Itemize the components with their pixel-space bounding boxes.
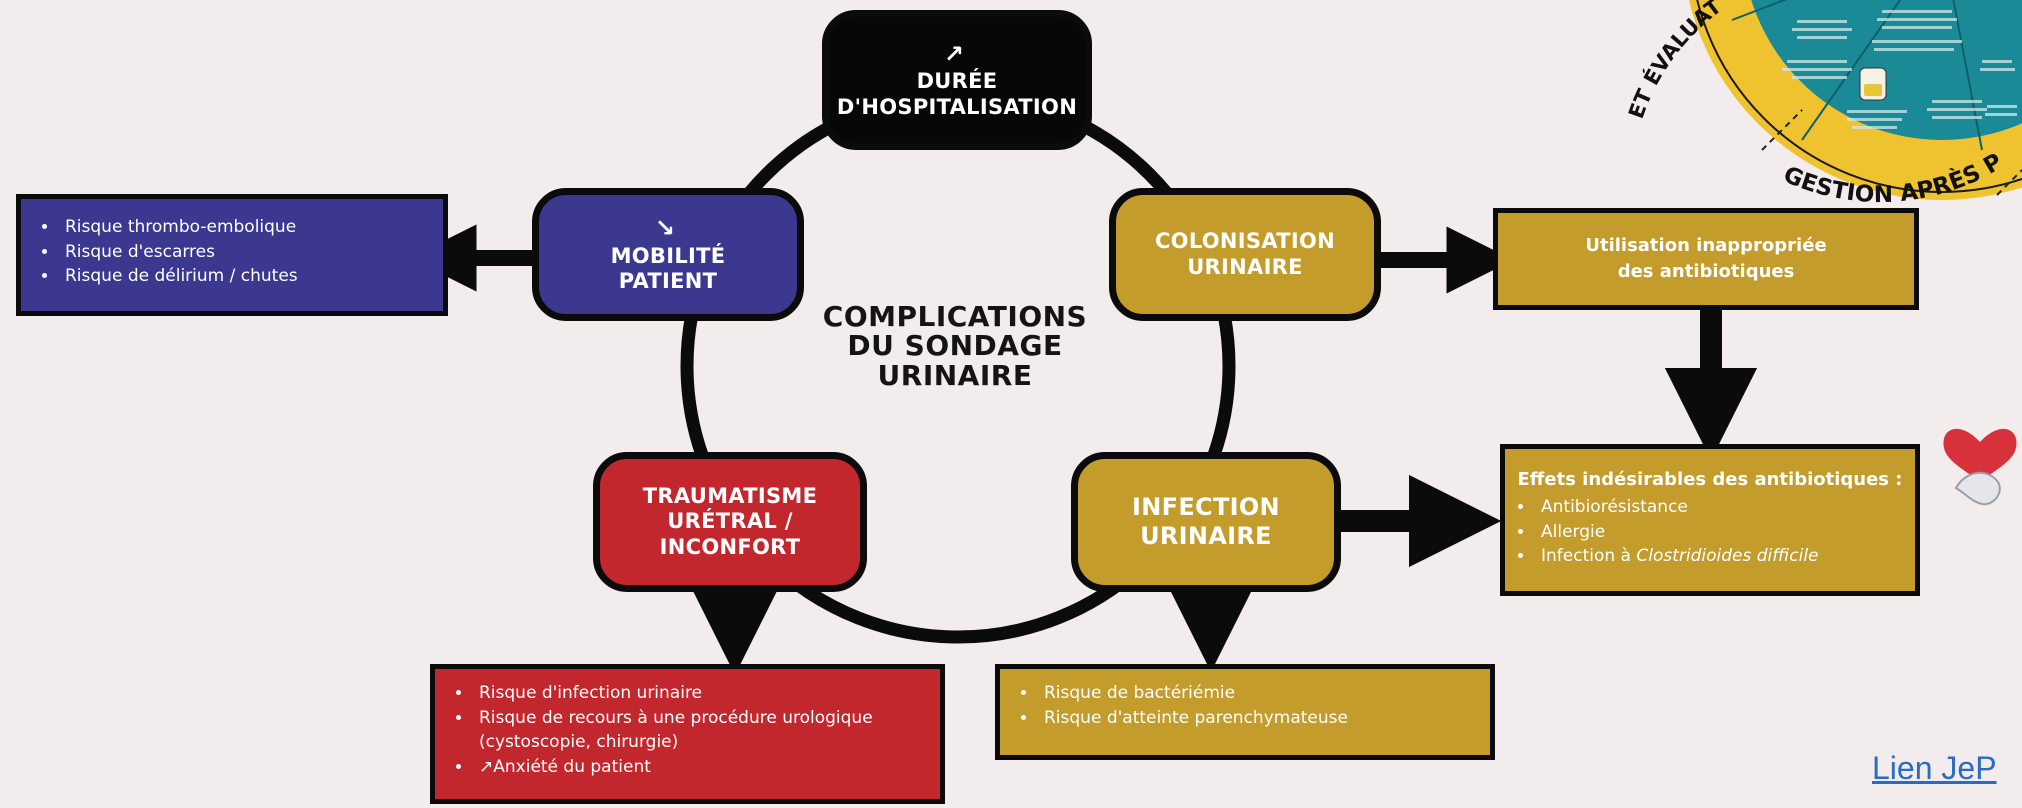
node-label: PATIENT: [618, 269, 718, 294]
wheel-fine-text-line: [1927, 108, 1987, 111]
lien-jep-link[interactable]: Lien JeP: [1872, 750, 1997, 786]
box-line: des antibiotiques: [1617, 261, 1795, 282]
heart-logo-grey-shape: [1954, 472, 2001, 506]
wheel-fine-text-line: [1932, 100, 1982, 103]
wheel-fine-text: [1782, 10, 2017, 129]
urine-bag-icon: [1859, 67, 1887, 101]
node-duree-hospitalisation: ↗DURÉE D'HOSPITALISATION: [822, 10, 1092, 150]
box-infection-risks: Risque de bactériémie Risque d'atteinte …: [995, 664, 1495, 760]
wheel-fine-text-line: [1787, 60, 1847, 63]
wheel-fine-text-line: [1932, 116, 1982, 119]
wheel-fine-text-line: [1852, 126, 1897, 129]
wheel-fine-text-line: [1980, 68, 2015, 71]
item-text: Infection à: [1541, 546, 1637, 567]
list-item: Risque thrombo-embolique: [59, 215, 433, 240]
list-item: Risque de délirium / chutes: [59, 264, 433, 289]
node-label: D'HOSPITALISATION: [836, 94, 1078, 119]
node-label: URÉTRAL /: [667, 509, 793, 534]
node-label: INCONFORT: [659, 534, 801, 559]
list-item: Infection à Clostridioides difficile: [1535, 544, 1903, 569]
list-item: Antibiorésistance: [1535, 495, 1903, 520]
center-title-line: COMPLICATIONS: [822, 300, 1088, 333]
wheel-fine-text-line: [1872, 40, 1962, 43]
wheel-fine-text-line: [1877, 18, 1957, 21]
wheel-label-left: ET ÉVALUATION: [1602, 0, 1727, 122]
box-title: Effets indésirables des antibiotiques :: [1517, 469, 1903, 490]
node-label: TRAUMATISME: [642, 483, 818, 508]
center-title-line: DU SONDAGE: [847, 329, 1063, 363]
item-italic: Clostridioides difficile: [1636, 546, 1819, 567]
wheel-fine-text-line: [1847, 110, 1907, 113]
arrow-up-right-icon: ↗: [479, 756, 494, 777]
list-item: Risque d'atteinte parenchymateuse: [1038, 706, 1480, 731]
center-title-line: URINAIRE: [877, 358, 1033, 392]
wheel-fine-text-line: [1982, 60, 2012, 63]
box-effets-indesirables: Effets indésirables des antibiotiques : …: [1500, 444, 1920, 596]
box-mobilite-risks: Risque thrombo-embolique Risque d'escarr…: [16, 194, 448, 316]
wheel-fine-text-line: [1792, 28, 1852, 31]
list-item: Risque de recours à une procédure urolog…: [473, 706, 930, 755]
wheel-fine-text-line: [1847, 118, 1902, 121]
center-title: COMPLICATIONS DU SONDAGE URINAIRE: [800, 300, 1110, 392]
wheel-fine-text-line: [1797, 36, 1847, 39]
node-label: INFECTION: [1132, 492, 1280, 521]
wheel-segment-line: [1731, 0, 1788, 21]
wheel-fine-text-line: [1987, 105, 2017, 108]
heart-logo-icon: [1943, 428, 2017, 506]
item-text: Anxiété du patient: [493, 756, 651, 777]
box-line: Utilisation inappropriée: [1585, 234, 1827, 256]
wheel-divider: [1761, 109, 1803, 151]
wheel-fine-text-line: [1874, 48, 1954, 51]
wheel-fine-text-line: [1797, 20, 1847, 23]
box-utilisation-antibiotiques: Utilisation inappropriée des antibiotiqu…: [1493, 208, 1919, 310]
list-item: Risque de bactériémie: [1038, 681, 1480, 706]
wheel-fine-text-line: [1985, 113, 2017, 116]
wheel-label-left-text: ET ÉVALUATION: [1602, 0, 1727, 122]
list-item: Allergie: [1535, 520, 1903, 545]
node-mobilite-patient: ↘MOBILITÉ PATIENT: [532, 188, 804, 321]
urine-bag-fill: [1864, 84, 1882, 96]
wheel-inner-ring: [1696, 0, 2022, 193]
node-colonisation-urinaire: COLONISATION URINAIRE: [1109, 188, 1381, 321]
wheel-disc: [1751, 0, 2022, 140]
node-traumatisme: TRAUMATISME URÉTRAL / INCONFORT: [593, 452, 867, 592]
node-label: URINAIRE: [1140, 522, 1272, 550]
wheel-graphic: ET ÉVALUATION GESTION APRÈS POSE: [1602, 0, 2022, 208]
box-trauma-risks: Risque d'infection urinaire Risque de re…: [430, 664, 945, 804]
node-label: MOBILITÉ: [610, 243, 726, 268]
arrow-up-right-icon: ↗: [943, 39, 965, 68]
node-label: DURÉE: [916, 69, 998, 94]
node-label: URINAIRE: [1187, 254, 1303, 279]
list-item: Risque d'infection urinaire: [473, 681, 930, 706]
list-item: Risque d'escarres: [59, 240, 433, 265]
wheel-fine-text-line: [1782, 68, 1852, 71]
wheel-fine-text-line: [1882, 10, 1952, 13]
wheel-segment-line: [1952, 0, 1983, 151]
heart-logo-red-shape: [1943, 428, 2017, 482]
list-item: ↗Anxiété du patient: [473, 755, 930, 780]
arrow-down-right-icon: ↘: [654, 214, 676, 243]
wheel-fine-text-line: [1882, 26, 1952, 29]
wheel-fine-text-line: [1792, 76, 1847, 79]
node-infection-urinaire: INFECTION URINAIRE: [1071, 452, 1341, 592]
wheel-divider: [1996, 169, 2022, 196]
node-label: COLONISATION: [1154, 228, 1336, 253]
